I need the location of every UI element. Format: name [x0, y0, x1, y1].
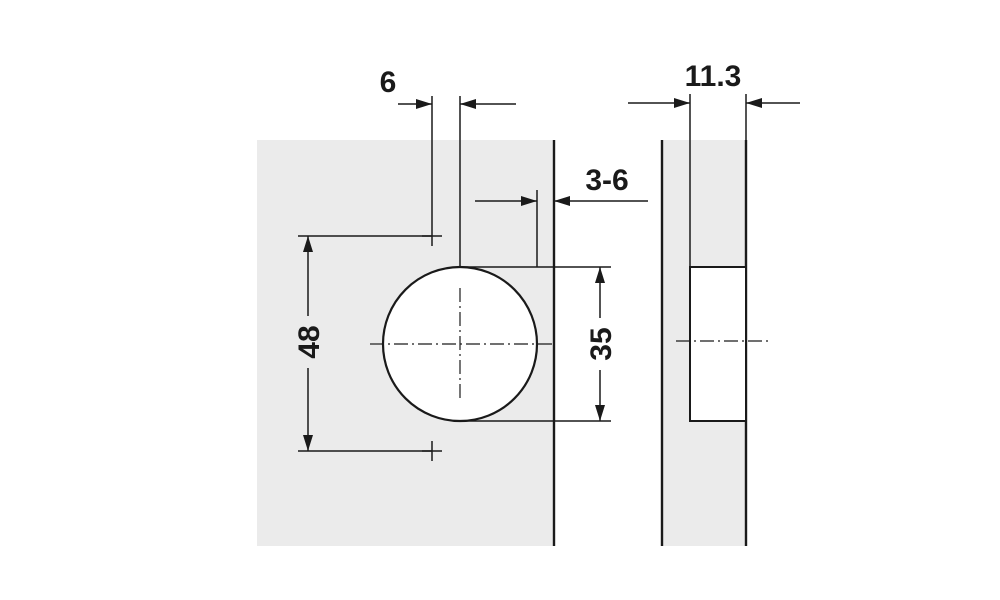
side-view: 11.3 — [628, 60, 800, 546]
dimension-11-3-label: 11.3 — [685, 60, 742, 93]
dimension-6-label: 6 — [380, 66, 397, 99]
front-view: 6 3-6 35 48 — [257, 66, 648, 546]
dimension-35: 35 — [460, 266, 618, 422]
dimension-3-6-label: 3-6 — [585, 164, 628, 197]
dimension-11-3: 11.3 — [628, 60, 800, 267]
dimension-35-label: 35 — [585, 327, 618, 360]
dimension-48-label: 48 — [293, 325, 326, 358]
cup-recess — [689, 266, 747, 422]
dimension-6: 6 — [380, 66, 516, 267]
dimension-48: 48 — [292, 235, 432, 452]
dimension-3-6: 3-6 — [475, 164, 648, 267]
